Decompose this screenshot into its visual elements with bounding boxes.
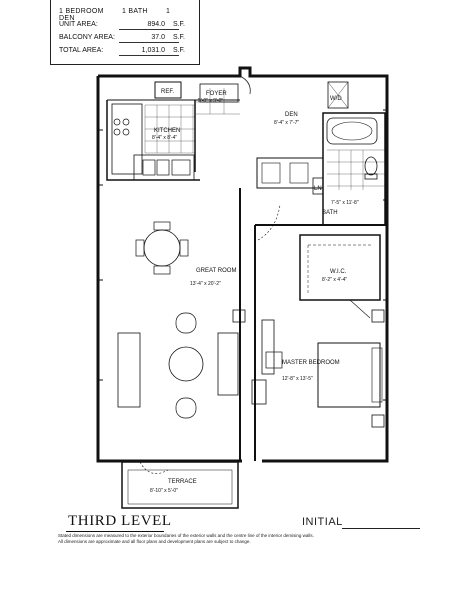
vanity-sink [261,162,281,184]
wic-shelf [307,244,372,295]
spec-label: UNIT AREA: [59,21,98,28]
linen-closet [312,177,324,195]
terrace-rail [127,469,233,505]
toilet [364,156,378,176]
unit-type-header: 1 BEDROOM 1 BATH 1 DEN [59,8,199,22]
dining-chair [153,221,171,231]
vanity-counter [256,157,324,189]
bath-tile-floor [327,149,385,190]
bathtub [326,117,378,145]
kitchen-sink [156,159,170,176]
armchair [175,312,197,334]
terrace-area [121,461,239,509]
bed [317,342,381,408]
coffee-table [168,346,204,382]
nightstand [232,309,246,323]
den-label: DEN [285,112,298,118]
kitchen-island [133,154,195,181]
dresser [261,319,275,375]
sofa [117,332,141,408]
kitchen-dims: 8'-4" x 8'-4" [152,135,177,141]
den-dims: 8'-4" x 7'-7" [274,120,299,126]
dining-table [143,229,181,267]
foyer-tile-floor [196,88,240,115]
den-door-swing [257,204,281,241]
dining-chair [153,265,171,275]
bath-count: 1 BATH [121,8,148,15]
spec-unit: S.F. [172,47,185,54]
vanity-sink [289,162,309,184]
spec-unit: S.F. [172,21,185,28]
stove-burner [113,118,121,126]
nightstand [371,309,385,323]
ref-label: REF. [161,89,174,95]
spec-underline [119,29,179,30]
unit-area-row: UNIT AREA: 894.0 S.F. [59,20,191,30]
great-room-dims: 13'-4" x 20'-2" [190,281,221,287]
dining-chair [179,239,189,257]
nightstand [371,414,385,428]
foyer-label: FOYER [206,91,227,97]
wic-label: W.I.C. [330,269,347,275]
initial-signature-line [342,528,420,529]
unit-spec-box: 1 BEDROOM 1 BATH 1 DEN UNIT AREA: 894.0 … [50,0,200,65]
washer-dryer-mark [327,81,349,109]
bath-dims: 7'-5" x 11'-8" [331,200,359,206]
den-count: 1 DEN [59,8,171,22]
level-title-underline [66,531,164,532]
desk-chair [265,351,283,369]
dining-chair [135,239,145,257]
bedroom-count: 1 BEDROOM [59,8,104,15]
terrace-dims: 8'-10" x 5'-0" [150,488,178,494]
spec-value: 1,031.0 [141,47,165,54]
spec-label: BALCONY AREA: [59,34,115,41]
spec-unit: S.F. [172,34,185,41]
refrigerator [154,81,182,99]
disclaimer: Stated dimensions are measured to the ex… [58,533,448,545]
washer-dryer [327,81,349,109]
wic-door-swing [349,299,371,319]
disclaimer-line: Stated dimensions are measured to the ex… [58,533,314,538]
closet-unit [251,379,267,405]
bed-pillow [371,347,383,403]
wic-room [299,234,381,301]
terrace-door-swing [139,461,169,474]
terrace-label: TERRACE [168,479,197,485]
entry-door-swing [239,75,251,95]
spec-underline [119,55,179,56]
armchair [175,397,197,419]
balcony-area-row: BALCONY AREA: 37.0 S.F. [59,33,191,43]
spec-value: 894.0 [147,21,165,28]
wic-dims: 8'-2" x 4'-4" [322,277,347,283]
window [98,109,387,401]
foyer-dims: 5'-0" x 9'-0" [198,98,223,104]
stove-burner [113,128,121,136]
linen-label: LN [314,186,322,192]
stove-burner [122,128,130,136]
disclaimer-line: All dimensions are approximate and all f… [58,539,251,544]
kitchen-label: KITCHEN [154,128,180,134]
spec-underline [119,42,179,43]
exterior-wall [98,66,389,463]
kitchen-sink [142,159,156,176]
dishwasher [171,159,191,176]
level-title: THIRD LEVEL [68,513,172,529]
great-room-label: GREAT ROOM [196,268,236,274]
total-area-row: TOTAL AREA: 1,031.0 S.F. [59,46,191,56]
master-bedroom-dims: 12'-8" x 13'-5" [282,376,313,382]
spec-value: 37.0 [151,34,165,41]
bathtub-basin [331,121,373,141]
toilet-tank [364,173,378,180]
kitchen-counter [111,103,143,175]
wd-label: W/D [330,96,342,102]
master-bedroom-label: MASTER BEDROOM [282,360,340,366]
kitchen-tile-floor [144,104,195,154]
stove-burner [122,118,130,126]
tv-console [217,332,239,396]
spec-label: TOTAL AREA: [59,47,104,54]
bath-label: BATH [322,210,338,216]
exterior-wall [96,76,242,463]
initial-label: INITIAL [302,516,343,528]
